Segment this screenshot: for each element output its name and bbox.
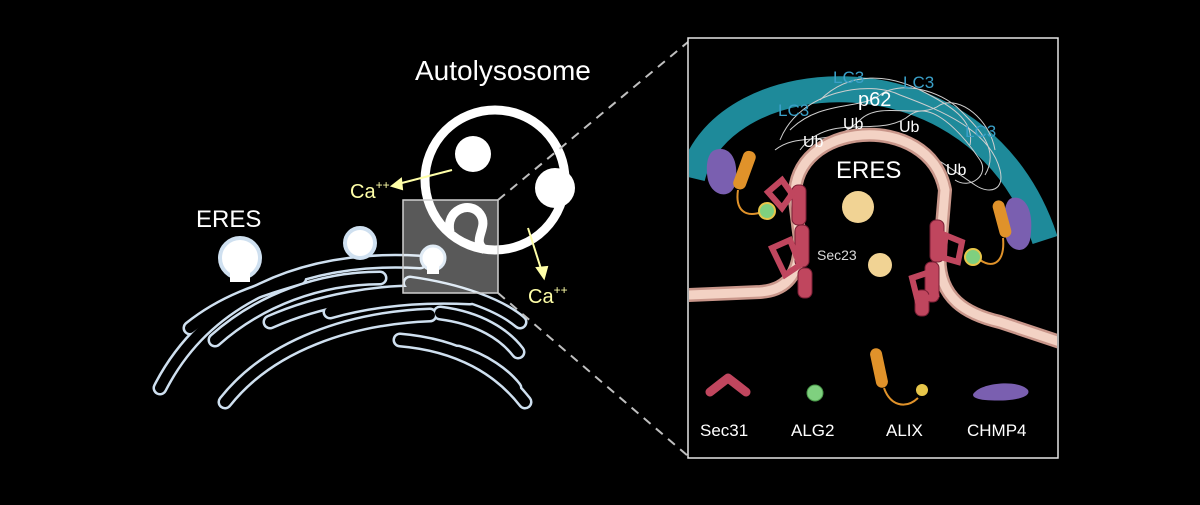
zoom-box bbox=[402, 199, 499, 294]
eres-bud-large bbox=[218, 236, 262, 282]
alg2-left bbox=[758, 202, 776, 220]
lc3-label: LC3 bbox=[903, 73, 934, 92]
ca-label-left: Ca++ bbox=[350, 178, 390, 203]
alg2-icon bbox=[806, 384, 824, 402]
autolysosome-label: Autolysosome bbox=[415, 55, 591, 86]
sec23-blob bbox=[868, 253, 892, 277]
sec31-right-b bbox=[908, 268, 940, 307]
lc3-membrane-arc bbox=[689, 76, 1057, 245]
legend-label-sec31: Sec31 bbox=[700, 421, 748, 440]
chmp4-left bbox=[706, 149, 737, 195]
legend-label-alg2: ALG2 bbox=[791, 421, 834, 440]
ub-label: Ub bbox=[899, 119, 920, 136]
sec31-cluster-left bbox=[791, 184, 813, 299]
lc3-label: LC3 bbox=[965, 122, 996, 141]
ub-label: Ub bbox=[843, 116, 864, 133]
autolysosome-content bbox=[455, 136, 491, 172]
p62-aggregate bbox=[774, 77, 1002, 191]
er-stacks bbox=[152, 253, 533, 410]
ca-label-right: Ca++ bbox=[528, 283, 568, 308]
sec31-left-b bbox=[767, 235, 804, 280]
sec31-right-a bbox=[940, 230, 966, 266]
zoom-connectors bbox=[497, 41, 689, 457]
ca-arrows bbox=[389, 169, 549, 281]
lc3-label: LC3 bbox=[833, 68, 864, 87]
ub-label: Ub bbox=[946, 162, 967, 179]
legend-label-alix: ALIX bbox=[886, 421, 923, 440]
inset-content: LC3 LC3 LC3 LC3 p62 Ub Ub Ub Ub ERES Sec… bbox=[689, 68, 1057, 440]
legend: Sec31 ALG2 ALIX CHMP4 bbox=[700, 348, 1029, 440]
eres-inset-label: ERES bbox=[836, 157, 901, 184]
ub-label: Ub bbox=[803, 134, 824, 151]
cargo-blob bbox=[842, 191, 874, 223]
alix-tether-left bbox=[736, 189, 763, 215]
alg2-right bbox=[964, 248, 982, 266]
legend-label-chmp4: CHMP4 bbox=[967, 421, 1027, 440]
sec31-left-a bbox=[763, 175, 796, 213]
chmp4-right bbox=[1004, 197, 1032, 250]
chmp4-icon bbox=[973, 383, 1029, 401]
vesicle bbox=[343, 226, 377, 260]
eres-bud-small bbox=[419, 244, 447, 274]
autolysosome-content bbox=[535, 168, 575, 208]
alix-tether-right bbox=[979, 237, 1005, 265]
sec31-icon bbox=[705, 373, 751, 397]
autolysosome bbox=[420, 105, 575, 255]
alix-icon bbox=[870, 348, 928, 406]
lc3-label: LC3 bbox=[778, 101, 809, 120]
p62-label: p62 bbox=[858, 89, 891, 111]
alix-left bbox=[733, 150, 756, 190]
eres-label: ERES bbox=[196, 206, 261, 233]
alix-right bbox=[992, 200, 1012, 238]
sec23-label: Sec23 bbox=[817, 247, 857, 263]
